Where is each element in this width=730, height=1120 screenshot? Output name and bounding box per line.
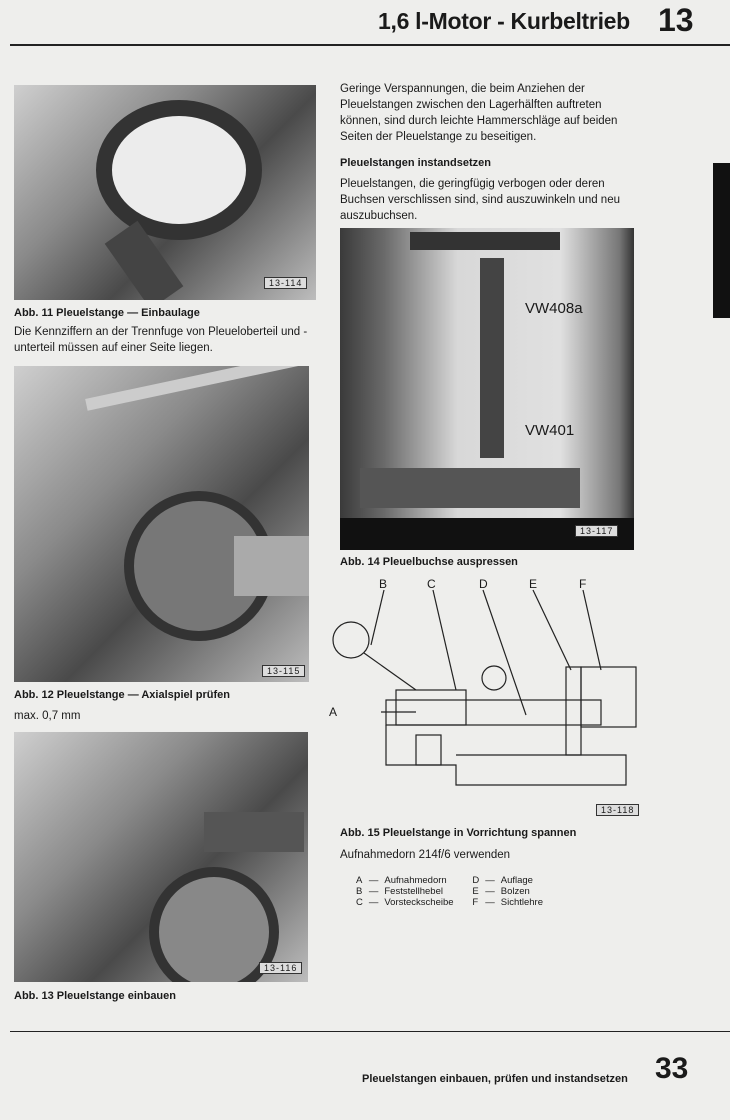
legend-key: E bbox=[472, 886, 479, 897]
legend-value: Sichtlehre bbox=[500, 897, 543, 908]
footer-divider bbox=[10, 1031, 730, 1032]
figure-number: 13-115 bbox=[262, 665, 306, 677]
diagram-letter: D bbox=[479, 577, 488, 591]
figure-caption: Abb. 15 Pleuelstange in Vorrichtung span… bbox=[340, 827, 577, 839]
chapter-title: 1,6 l-Motor - Kurbeltrieb bbox=[378, 8, 630, 34]
legend-value: Feststellhebel bbox=[384, 886, 443, 897]
figure-caption: Abb. 11 Pleuelstange — Einbaulage bbox=[14, 307, 200, 319]
diagram-letter: E bbox=[529, 577, 538, 591]
figure-text: max. 0,7 mm bbox=[14, 710, 81, 722]
legend-dash: — bbox=[485, 897, 495, 908]
legend-key: F bbox=[472, 897, 479, 908]
figure-text: Die Kennziffern an der Trennfuge von Ple… bbox=[14, 326, 308, 354]
figure-number: 13-118 bbox=[596, 804, 640, 816]
header-divider bbox=[10, 44, 730, 46]
tool-callout: VW401 bbox=[525, 422, 575, 439]
diagram-letter: F bbox=[579, 577, 587, 591]
thumb-index-tab bbox=[713, 163, 730, 318]
legend-key: A bbox=[356, 875, 363, 886]
paragraph: Geringe Verspannungen, die beim Anziehen… bbox=[340, 83, 618, 143]
photo-connecting-rod-installation: 13-116 bbox=[14, 732, 308, 982]
diagram-letter: B bbox=[379, 577, 388, 591]
section-heading: Pleuelstangen instandsetzen bbox=[340, 157, 491, 169]
legend-value: Aufnahmedorn bbox=[384, 875, 447, 886]
tool-callout: VW408a bbox=[525, 300, 583, 317]
diagram-letter: C bbox=[427, 577, 436, 591]
photo-connecting-rod-install-position: 13-114 bbox=[14, 85, 316, 300]
footer-text: Pleuelstangen einbauen, prüfen und insta… bbox=[362, 1073, 628, 1085]
diagram-clamping-fixture: B C D E F A 13-118 bbox=[326, 575, 640, 820]
photo-axial-play-check: 13-115 bbox=[14, 366, 309, 682]
figure-caption: Abb. 12 Pleuelstange — Axialspiel prüfen bbox=[14, 689, 230, 701]
legend-dash: — bbox=[368, 886, 379, 897]
figure-number: 13-114 bbox=[264, 277, 308, 289]
legend-value: Vorsteckscheibe bbox=[384, 897, 454, 908]
figure-caption: Abb. 14 Pleuelbuchse auspressen bbox=[340, 556, 518, 568]
diagram-letter: A bbox=[329, 705, 338, 719]
figure-number: 13-117 bbox=[575, 525, 619, 537]
legend-dash: — bbox=[368, 897, 379, 908]
figure-number: 13-116 bbox=[259, 962, 303, 974]
diagram-legend: A — Aufnahmedorn D — Auflage B — Feststellhebel… bbox=[356, 875, 549, 908]
figure-caption: Abb. 13 Pleuelstange einbauen bbox=[14, 990, 176, 1002]
paragraph: Pleuelstangen, die geringfügig verbogen … bbox=[340, 178, 620, 222]
legend-dash: — bbox=[485, 875, 495, 886]
legend-key: B bbox=[356, 886, 363, 897]
figure-text: Aufnahmedorn 214f/6 verwenden bbox=[340, 849, 511, 861]
photo-bushing-press-out: 13-117 VW408a VW401 bbox=[340, 228, 634, 550]
legend-key: D bbox=[472, 875, 480, 886]
legend-dash: — bbox=[485, 886, 495, 897]
legend-key: C bbox=[356, 897, 363, 908]
chapter-number: 13 bbox=[658, 2, 694, 38]
legend-dash: — bbox=[368, 875, 379, 886]
page-number: 33 bbox=[655, 1052, 689, 1085]
legend-value: Bolzen bbox=[500, 886, 530, 897]
legend-value: Auflage bbox=[500, 875, 533, 886]
